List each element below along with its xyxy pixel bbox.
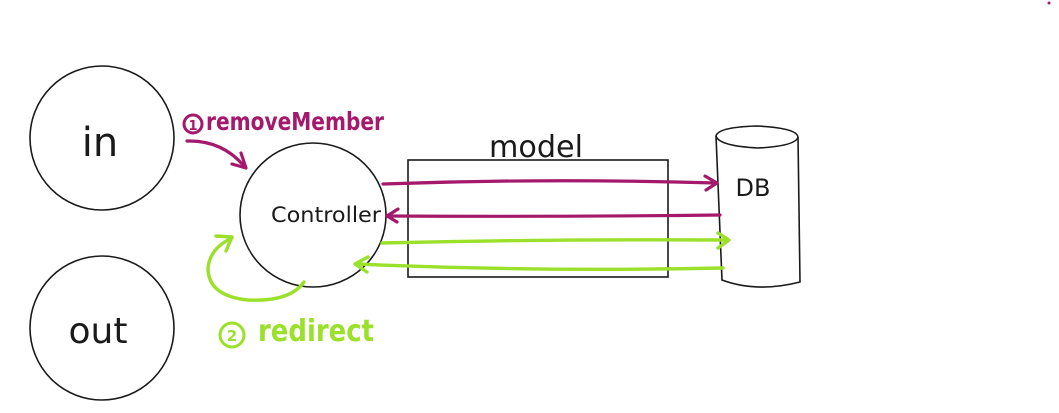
redirect-from-db-arrow [354,262,725,272]
in-label: in [82,120,118,166]
step2-loop-arrowhead [214,234,234,253]
step1-label: removeMember [206,107,385,136]
model-node: model [407,130,669,278]
step2-loop-arrow [206,236,306,302]
db-body [715,135,801,288]
step2-annotation: 2 redirect [206,234,374,349]
in-circle [29,65,175,211]
db-top [715,125,799,149]
step1-arrow [185,139,246,168]
redirect-from-db-arrowhead [353,255,370,274]
step1-number: 1 [188,119,197,134]
step2-label: redirect [258,314,374,349]
step1-arrowhead [230,151,248,170]
step1-number-circle [182,113,204,135]
stray-dot [1047,1,1051,5]
step1-annotation: 1 removeMember [182,107,385,170]
redirect-to-db-arrowhead [716,231,731,250]
request-to-db-arrowhead [703,174,719,192]
db-label: DB [736,174,771,202]
step2-number: 2 [227,327,237,345]
out-label: out [69,311,128,352]
magenta-flow [381,174,722,224]
response-from-db-arrow [386,213,722,218]
redirect-to-db-arrow [380,238,730,245]
out-node: out [29,255,175,401]
model-box [407,159,669,278]
db-node: DB [715,125,801,288]
response-from-db-arrowhead [385,207,400,224]
step2-number-circle [218,321,246,349]
green-flow [353,231,731,274]
request-to-db-arrow [381,179,718,186]
controller-label: Controller [271,203,381,227]
in-node: in [29,65,175,211]
model-label: model [489,130,583,165]
out-circle [29,255,175,401]
